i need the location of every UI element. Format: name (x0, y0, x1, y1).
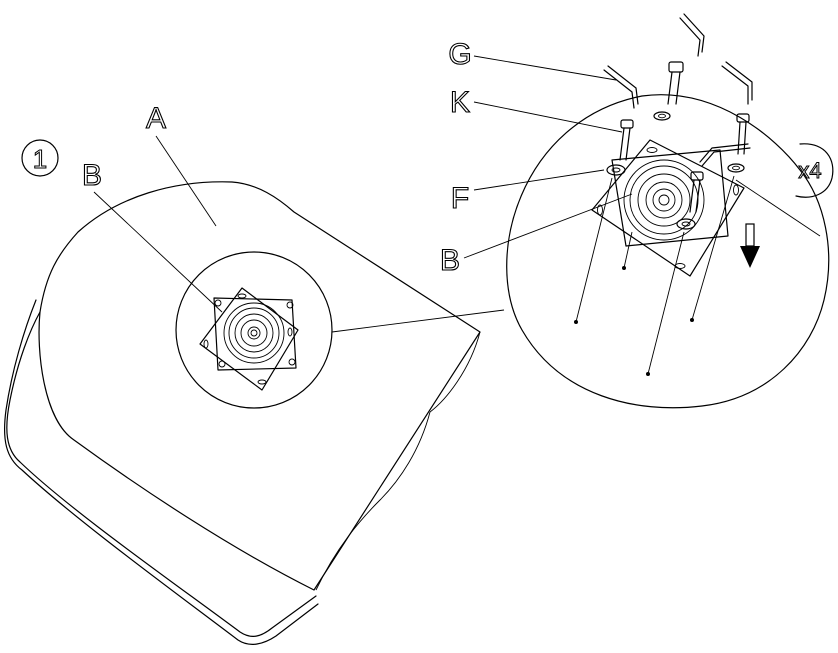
swivel-plate-inset (175, 251, 333, 409)
step-number-badge: 1 (21, 139, 59, 177)
quantity-label: x4 (798, 158, 821, 183)
detail-connector-line (331, 309, 505, 333)
hex-keys (603, 13, 753, 167)
label-bolt: K (450, 86, 470, 119)
label-hex-key: G (448, 38, 471, 71)
seat-cushion (3, 181, 481, 645)
label-washer: F (451, 182, 469, 215)
label-seat: A (146, 102, 166, 135)
step-number: 1 (33, 144, 47, 174)
label-swivel-plate-main: B (82, 159, 102, 192)
detail-circle (506, 94, 830, 409)
swivel-plate-detail (591, 139, 745, 277)
quantity-badge: x4 (795, 143, 834, 198)
drop-lines (574, 175, 735, 376)
washers (606, 111, 745, 230)
arrow-down-icon (740, 223, 760, 268)
label-swivel-plate-detail: B (440, 244, 460, 277)
